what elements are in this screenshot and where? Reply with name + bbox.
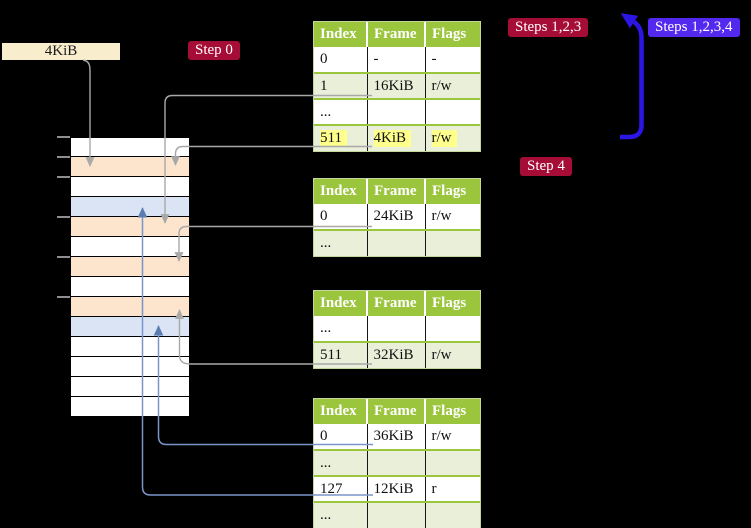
memory-frame-cell-page bbox=[70, 317, 190, 337]
col-header-flags: Flags bbox=[425, 399, 480, 424]
cell-flags bbox=[425, 316, 480, 343]
memory-frame-cell-free bbox=[70, 237, 190, 257]
cell-index: 0 bbox=[314, 47, 368, 74]
table-row: 1 16KiB r/w bbox=[314, 73, 480, 100]
cell-flags: r bbox=[425, 476, 480, 503]
cell-frame bbox=[367, 316, 426, 343]
table-header-row: Index Frame Flags bbox=[314, 291, 480, 316]
cell-frame bbox=[367, 502, 426, 528]
level-2-page-table: Index Frame Flags ... 511 32KiB r/w bbox=[313, 290, 481, 369]
address-tick bbox=[57, 136, 70, 138]
highlight-mark: r/w bbox=[431, 130, 457, 147]
table-row: 0 - - bbox=[314, 47, 480, 74]
cell-flags: r/w bbox=[425, 424, 480, 451]
memory-frame-cell-free bbox=[70, 337, 190, 357]
cell-frame: 32KiB bbox=[367, 342, 426, 368]
col-header-index: Index bbox=[314, 399, 368, 424]
cell-frame: - bbox=[367, 47, 426, 74]
cell-frame: 36KiB bbox=[367, 424, 426, 451]
memory-frame-cell-free bbox=[70, 397, 190, 417]
steps-1-2-3-badge: Steps 1,2,3 bbox=[508, 18, 589, 37]
physical-memory-stack bbox=[70, 137, 190, 417]
cell-flags bbox=[425, 450, 480, 477]
cell-index: ... bbox=[314, 316, 368, 343]
table-header-row: Index Frame Flags bbox=[314, 22, 480, 47]
address-tick bbox=[57, 256, 70, 258]
table-row: ... bbox=[314, 450, 480, 477]
cell-index: ... bbox=[314, 230, 368, 256]
address-tick bbox=[57, 176, 70, 178]
address-tick bbox=[57, 216, 70, 218]
cell-flags: r/w bbox=[425, 342, 480, 368]
col-header-flags: Flags bbox=[425, 22, 480, 47]
translation-result-arrow bbox=[620, 20, 644, 140]
step-4-badge: Step 4 bbox=[520, 157, 572, 176]
cell-flags bbox=[425, 99, 480, 126]
col-header-index: Index bbox=[314, 22, 368, 47]
memory-frame-cell-table bbox=[70, 257, 190, 277]
memory-frame-cell-page bbox=[70, 197, 190, 217]
col-header-flags: Flags bbox=[425, 179, 480, 204]
memory-frame-cell-free bbox=[70, 377, 190, 397]
cell-index: 0 bbox=[314, 204, 368, 231]
table-header-row: Index Frame Flags bbox=[314, 179, 480, 204]
cell-flags: r/w bbox=[425, 204, 480, 231]
col-header-index: Index bbox=[314, 291, 368, 316]
cell-frame: 16KiB bbox=[367, 73, 426, 100]
cell-flags bbox=[425, 502, 480, 528]
cell-index: 511 bbox=[314, 342, 368, 368]
cell-frame: 4KiB bbox=[367, 125, 426, 151]
level-4-page-table: Index Frame Flags 0 - - 1 16KiB r/w ... bbox=[313, 21, 481, 152]
table-row: 511 32KiB r/w bbox=[314, 342, 480, 368]
address-tick bbox=[57, 296, 70, 298]
col-header-index: Index bbox=[314, 179, 368, 204]
memory-frame-cell-free bbox=[70, 177, 190, 197]
cell-flags: r/w bbox=[425, 73, 480, 100]
highlight-mark: 4KiB bbox=[373, 130, 412, 147]
table-row: ... bbox=[314, 230, 480, 256]
table-row: ... bbox=[314, 502, 480, 528]
steps-1-2-3-4-badge: Steps 1,2,3,4 bbox=[648, 18, 740, 37]
memory-frame-cell-free bbox=[70, 277, 190, 297]
highlight-mark: 511 bbox=[320, 130, 347, 147]
cell-flags: - bbox=[425, 47, 480, 74]
table-header-row: Index Frame Flags bbox=[314, 399, 480, 424]
address-tick bbox=[57, 156, 70, 158]
cell-flags: r/w bbox=[425, 125, 480, 151]
cell-index: 0 bbox=[314, 424, 368, 451]
page-size-label: 4KiB bbox=[2, 43, 120, 60]
memory-frame-cell-table bbox=[70, 157, 190, 177]
cell-flags bbox=[425, 230, 480, 256]
cell-index: ... bbox=[314, 450, 368, 477]
col-header-flags: Flags bbox=[425, 291, 480, 316]
cell-index: 1 bbox=[314, 73, 368, 100]
cell-index: 511 bbox=[314, 125, 368, 151]
col-header-frame: Frame bbox=[367, 291, 426, 316]
table-row: 0 24KiB r/w bbox=[314, 204, 480, 231]
level-1-page-table: Index Frame Flags 0 36KiB r/w ... 127 12… bbox=[313, 398, 481, 528]
cell-frame bbox=[367, 230, 426, 256]
cell-frame bbox=[367, 450, 426, 477]
translation-result-arrowhead-icon bbox=[620, 13, 639, 29]
col-header-frame: Frame bbox=[367, 179, 426, 204]
table-row: 127 12KiB r bbox=[314, 476, 480, 503]
cell-frame: 12KiB bbox=[367, 476, 426, 503]
memory-frame-cell-table bbox=[70, 297, 190, 317]
col-header-frame: Frame bbox=[367, 399, 426, 424]
cell-index: ... bbox=[314, 502, 368, 528]
memory-frame-cell-table bbox=[70, 217, 190, 237]
cell-index: 127 bbox=[314, 476, 368, 503]
table-row: ... bbox=[314, 316, 480, 343]
table-row-highlighted: 511 4KiB r/w bbox=[314, 125, 480, 151]
cell-frame bbox=[367, 99, 426, 126]
memory-frame-cell-free bbox=[70, 357, 190, 377]
step-0-badge: Step 0 bbox=[188, 41, 240, 60]
level-3-page-table: Index Frame Flags 0 24KiB r/w ... bbox=[313, 178, 481, 257]
table-row: ... bbox=[314, 99, 480, 126]
col-header-frame: Frame bbox=[367, 22, 426, 47]
memory-frame-cell-free bbox=[70, 137, 190, 157]
cell-index: ... bbox=[314, 99, 368, 126]
table-row: 0 36KiB r/w bbox=[314, 424, 480, 451]
cell-frame: 24KiB bbox=[367, 204, 426, 231]
